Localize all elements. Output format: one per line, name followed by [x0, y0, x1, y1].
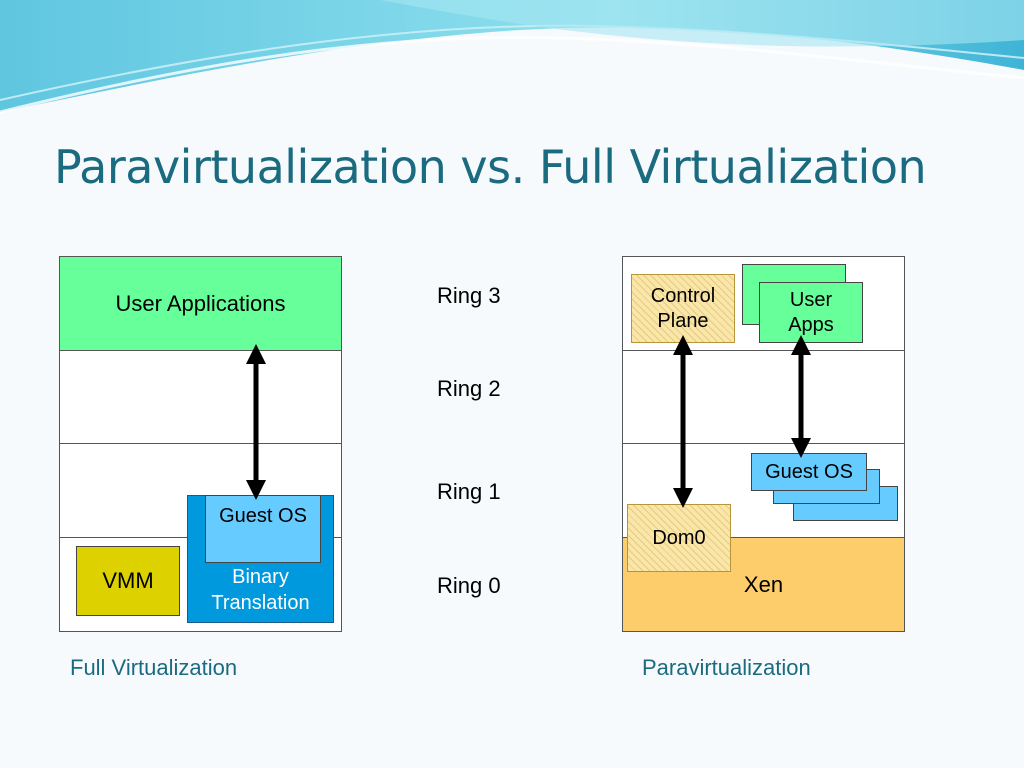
dom0-label: Dom0	[652, 526, 706, 549]
user-apps-box: User Apps	[759, 282, 863, 343]
xen-label: Xen	[743, 571, 784, 597]
paravirtualization-caption: Paravirtualization	[642, 655, 811, 680]
dom0-box: Dom0	[627, 504, 731, 572]
binary-translation-label-line1: Binary	[232, 566, 289, 588]
control-plane-box: Control Plane	[631, 274, 735, 343]
user-apps-label-line2: Apps	[788, 313, 834, 336]
vmm-label: VMM	[102, 568, 154, 594]
full-virtualization-panel: User Applications Binary Translation Gue…	[59, 256, 342, 632]
user-apps-label-line1: User	[789, 288, 833, 311]
header-wave-decoration	[0, 0, 1024, 114]
full-virtualization-caption: Full Virtualization	[70, 655, 238, 680]
ring-1-label: Ring 1	[437, 479, 501, 504]
ring-divider-2-1	[623, 443, 904, 444]
ring-divider-2-1	[60, 443, 341, 444]
xen-box: Xen	[623, 537, 904, 631]
ring-0-label: Ring 0	[437, 573, 501, 598]
control-plane-label-line2: Plane	[657, 309, 709, 332]
guest-os-box-full: Guest OS	[205, 495, 321, 563]
vmm-box: VMM	[76, 546, 180, 616]
ring-divider-3-2	[623, 350, 904, 351]
guest-os-label-full: Guest OS	[219, 505, 307, 527]
control-plane-label-line1: Control	[650, 284, 716, 307]
guest-os-label-para: Guest OS	[765, 460, 853, 483]
user-applications-label: User Applications	[115, 290, 286, 316]
user-applications-box: User Applications	[60, 257, 341, 351]
slide-title: Paravirtualization vs. Full Virtualizati…	[54, 140, 927, 194]
binary-translation-label-line2: Translation	[211, 592, 310, 614]
guest-os-box-para: Guest OS	[751, 453, 867, 491]
paravirtualization-panel: Xen Control Plane User Apps Guest OS Dom…	[622, 256, 905, 632]
ring-2-label: Ring 2	[437, 376, 501, 401]
ring-3-label: Ring 3	[437, 283, 501, 308]
